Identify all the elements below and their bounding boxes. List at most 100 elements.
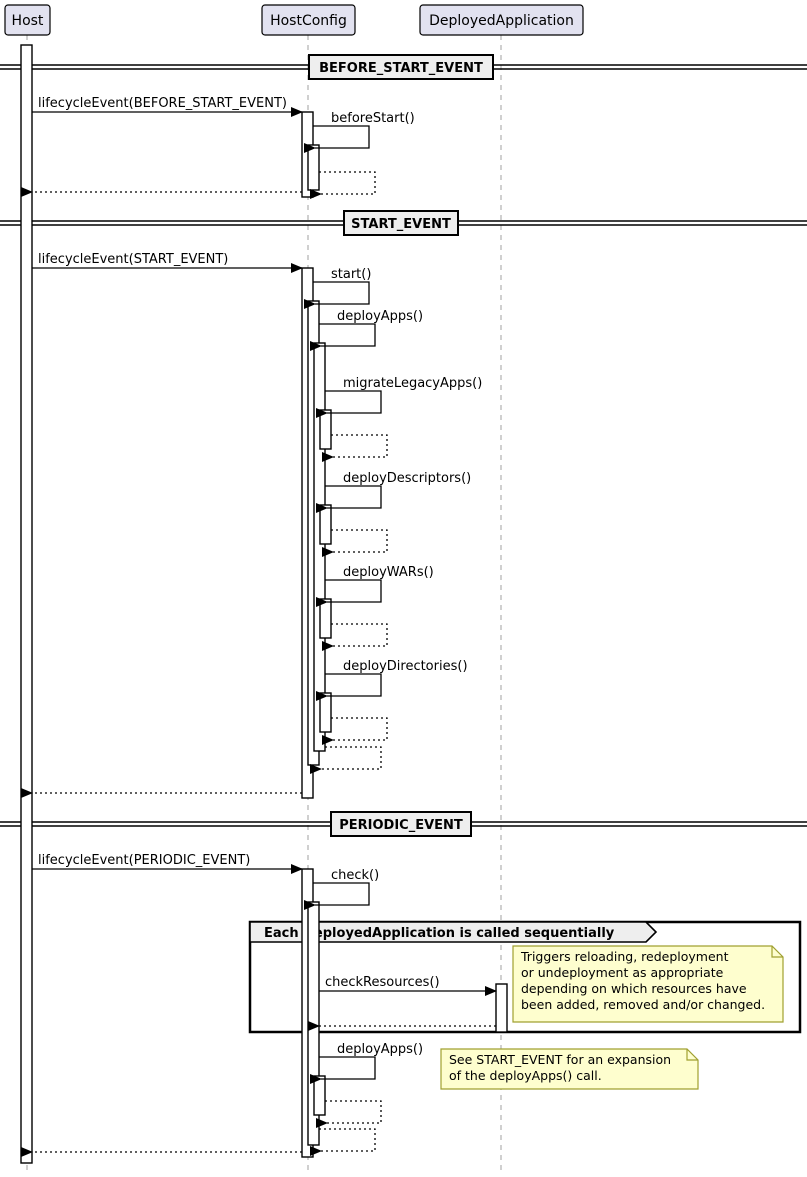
participant-deployedapp[interactable]: DeployedApplication bbox=[419, 4, 584, 36]
message-m10: deployDescriptors() bbox=[316, 471, 471, 513]
message-m9 bbox=[322, 434, 388, 462]
message-self-path bbox=[310, 746, 382, 774]
divider-label-box bbox=[330, 811, 472, 837]
message-label: deployDescriptors() bbox=[343, 471, 471, 486]
note-line: See START_EVENT for an expansion bbox=[449, 1052, 671, 1067]
message-label: start() bbox=[331, 267, 371, 282]
message-m7: deployApps() bbox=[310, 309, 423, 351]
group-loop-each-deployed-app: Each DeployedApplication is called seque… bbox=[248, 920, 802, 1034]
message-self-path bbox=[316, 673, 382, 701]
participant-label: Host bbox=[12, 13, 44, 29]
groups-layer: Each DeployedApplication is called seque… bbox=[248, 920, 802, 1034]
message-label: deployApps() bbox=[337, 309, 423, 324]
note-body bbox=[512, 945, 784, 1023]
message-m14: deployDirectories() bbox=[316, 659, 468, 701]
divider-label-box bbox=[308, 54, 494, 80]
message-m11 bbox=[322, 529, 388, 557]
message-label: lifecycleEvent(BEFORE_START_EVENT) bbox=[38, 96, 287, 111]
participant-label: DeployedApplication bbox=[429, 13, 574, 29]
note-body bbox=[440, 1048, 699, 1090]
dividers-layer: BEFORE_START_EVENT START_EVENT PERIODIC_EV… bbox=[0, 54, 807, 837]
participant-label: HostConfig bbox=[270, 13, 347, 29]
divider-label-text: BEFORE_START_EVENT bbox=[319, 61, 483, 76]
message-label: migrateLegacyApps() bbox=[343, 376, 482, 391]
message-label: lifecycleEvent(START_EVENT) bbox=[38, 252, 228, 267]
divider-label-text: START_EVENT bbox=[351, 217, 451, 232]
message-label: deployWARs() bbox=[343, 565, 434, 580]
activation-bar-act-hc-2b bbox=[313, 342, 326, 752]
message-label: lifecycleEvent(PERIODIC_EVENT) bbox=[38, 853, 250, 868]
message-self-path bbox=[322, 717, 388, 745]
message-m18: lifecycleEvent(PERIODIC_EVENT) bbox=[32, 853, 303, 874]
messages-layer: lifecycleEvent(BEFORE_START_EVENT)before… bbox=[21, 96, 497, 1157]
message-label: beforeStart() bbox=[331, 111, 415, 126]
message-self-path bbox=[316, 579, 382, 607]
message-m20: checkResources() bbox=[319, 975, 497, 996]
message-m12: deployWARs() bbox=[316, 565, 434, 607]
message-m5: lifecycleEvent(START_EVENT) bbox=[32, 252, 303, 273]
message-self-path bbox=[322, 529, 388, 557]
divider-start: START_EVENT bbox=[0, 210, 807, 236]
participant-box[interactable] bbox=[261, 4, 356, 36]
message-m1: lifecycleEvent(BEFORE_START_EVENT) bbox=[32, 96, 303, 117]
note-line: or undeployment as appropriate bbox=[521, 965, 724, 980]
message-self-path bbox=[310, 323, 376, 351]
note-fold-corner-icon bbox=[686, 1049, 698, 1061]
message-label: deployApps() bbox=[337, 1042, 423, 1057]
divider-label-box bbox=[343, 210, 459, 236]
message-m8: migrateLegacyApps() bbox=[316, 376, 482, 418]
message-self-path bbox=[304, 125, 370, 153]
activation-bar-act-hc-2c bbox=[319, 409, 332, 450]
message-self-path bbox=[316, 1100, 382, 1128]
message-self-path bbox=[304, 281, 370, 309]
message-self-path bbox=[310, 1128, 376, 1156]
note-fold-corner-icon bbox=[771, 946, 783, 958]
note-line: been added, removed and/or changed. bbox=[521, 997, 765, 1012]
activation-bar-act-hc-1a bbox=[307, 144, 320, 191]
message-m24 bbox=[310, 1128, 376, 1156]
message-m6: start() bbox=[304, 267, 371, 309]
lifelines-layer bbox=[26, 35, 502, 1172]
divider-before-start: BEFORE_START_EVENT bbox=[0, 54, 807, 80]
activation-bar-act-hc-3b bbox=[313, 1075, 326, 1116]
message-m22: deployApps() bbox=[310, 1042, 423, 1084]
activation-bar-act-hc-2e bbox=[319, 598, 332, 639]
message-m16 bbox=[310, 746, 382, 774]
activation-bar-act-host bbox=[20, 44, 33, 1164]
divider-label-text: PERIODIC_EVENT bbox=[339, 818, 463, 833]
message-m15 bbox=[322, 717, 388, 745]
group-header-label: Each DeployedApplication is called seque… bbox=[264, 926, 615, 941]
participant-hostconfig[interactable]: HostConfig bbox=[261, 4, 356, 36]
message-label: checkResources() bbox=[325, 975, 440, 990]
message-self-path bbox=[316, 485, 382, 513]
activation-bar-act-hc-2d bbox=[319, 504, 332, 545]
message-self-path bbox=[310, 1056, 376, 1084]
activation-bar-act-da-1 bbox=[495, 983, 508, 1033]
message-m2: beforeStart() bbox=[304, 111, 415, 153]
message-self-path bbox=[304, 882, 370, 910]
participant-box[interactable] bbox=[4, 4, 51, 36]
participants-layer: Host HostConfig DeployedApplication bbox=[4, 4, 584, 36]
message-self-path bbox=[316, 390, 382, 418]
note-line: of the deployApps() call. bbox=[449, 1068, 602, 1083]
participant-host[interactable]: Host bbox=[4, 4, 51, 36]
note-line: depending on which resources have bbox=[521, 981, 747, 996]
participant-box[interactable] bbox=[419, 4, 584, 36]
group-header-tab bbox=[249, 921, 658, 943]
message-self-path bbox=[322, 434, 388, 462]
message-m13 bbox=[322, 623, 388, 651]
message-label: deployDirectories() bbox=[343, 659, 468, 674]
activation-bar-act-hc-2f bbox=[319, 692, 332, 733]
message-m3 bbox=[310, 171, 376, 199]
message-label: check() bbox=[331, 868, 379, 883]
divider-periodic: PERIODIC_EVENT bbox=[0, 811, 807, 837]
message-self-path bbox=[310, 171, 376, 199]
message-m23 bbox=[316, 1100, 382, 1128]
message-self-path bbox=[322, 623, 388, 651]
message-m19: check() bbox=[304, 868, 379, 910]
